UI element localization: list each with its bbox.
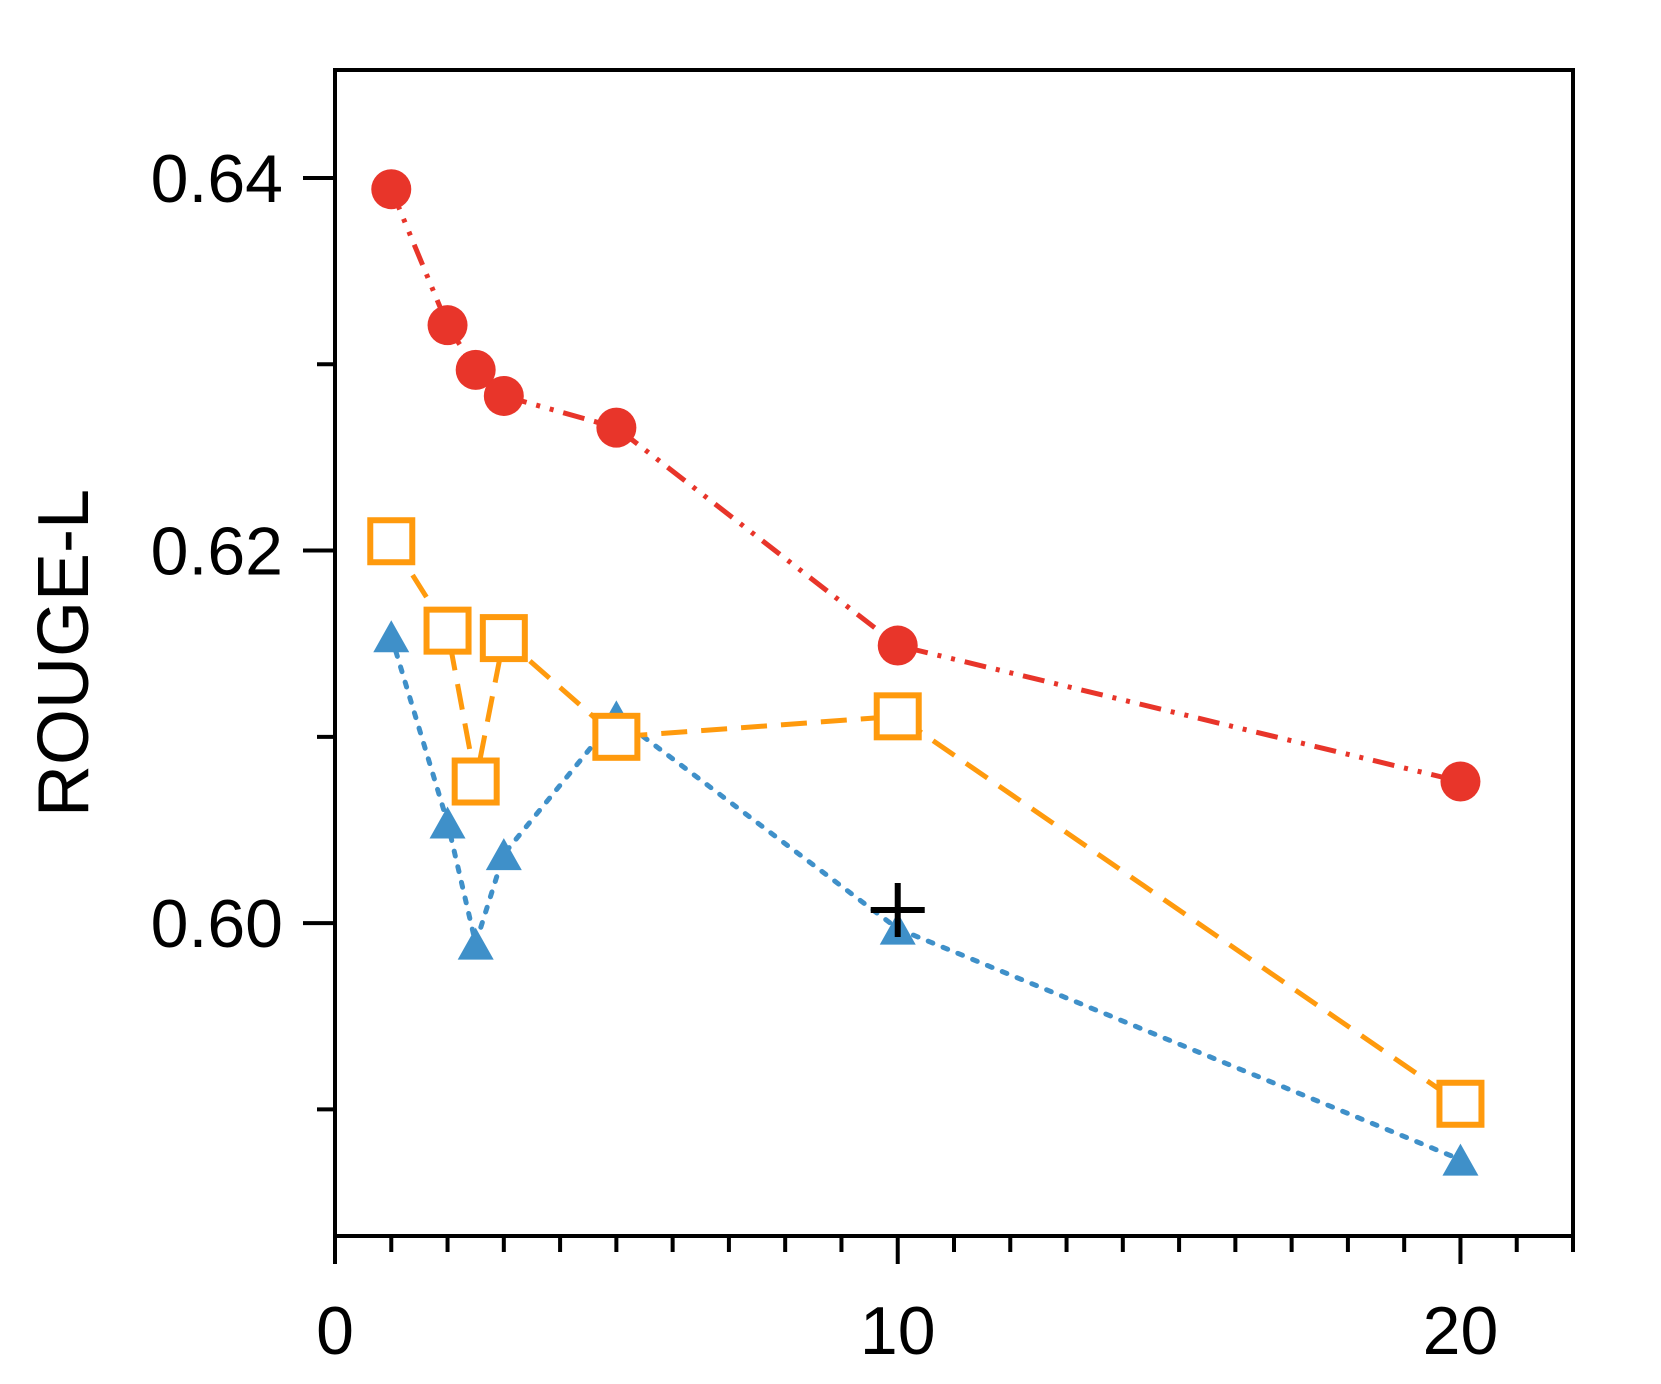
x-axis: 0 10 20 <box>316 1236 1575 1369</box>
data-point <box>427 305 468 346</box>
data-point <box>455 349 496 390</box>
data-point <box>429 806 466 839</box>
x-tick-label: 10 <box>860 1293 936 1369</box>
data-point <box>873 692 922 741</box>
y-axis-title: ROUGE-L <box>24 489 104 817</box>
data-point <box>483 375 524 416</box>
series-line <box>389 539 1462 1106</box>
x-tick-label: 20 <box>1423 1293 1499 1369</box>
series-circle <box>371 169 1481 802</box>
data-point <box>367 517 416 566</box>
y-axis: 0.60 0.62 0.64 <box>151 141 335 1112</box>
data-point <box>877 625 918 666</box>
y-tick-label: 0.64 <box>151 141 283 217</box>
y-tick-label: 0.62 <box>151 514 283 590</box>
series-layer <box>367 169 1485 1176</box>
data-point <box>592 712 641 761</box>
data-point <box>1440 761 1481 802</box>
data-point <box>1436 1079 1485 1128</box>
data-point <box>870 883 925 938</box>
data-point <box>596 407 637 448</box>
x-tick-label: 0 <box>316 1293 354 1369</box>
data-point <box>479 614 528 663</box>
data-point <box>373 620 410 653</box>
series-plus <box>870 883 925 938</box>
data-point <box>457 927 494 960</box>
series-triangle <box>373 620 1479 1176</box>
data-point <box>371 169 412 210</box>
data-point <box>423 606 472 655</box>
data-point <box>451 757 500 806</box>
series-open-square <box>367 517 1485 1128</box>
series-line <box>388 633 1463 1163</box>
series-line <box>388 188 1462 784</box>
y-tick-label: 0.60 <box>151 886 283 962</box>
data-point <box>485 838 522 871</box>
data-point <box>1442 1143 1479 1176</box>
